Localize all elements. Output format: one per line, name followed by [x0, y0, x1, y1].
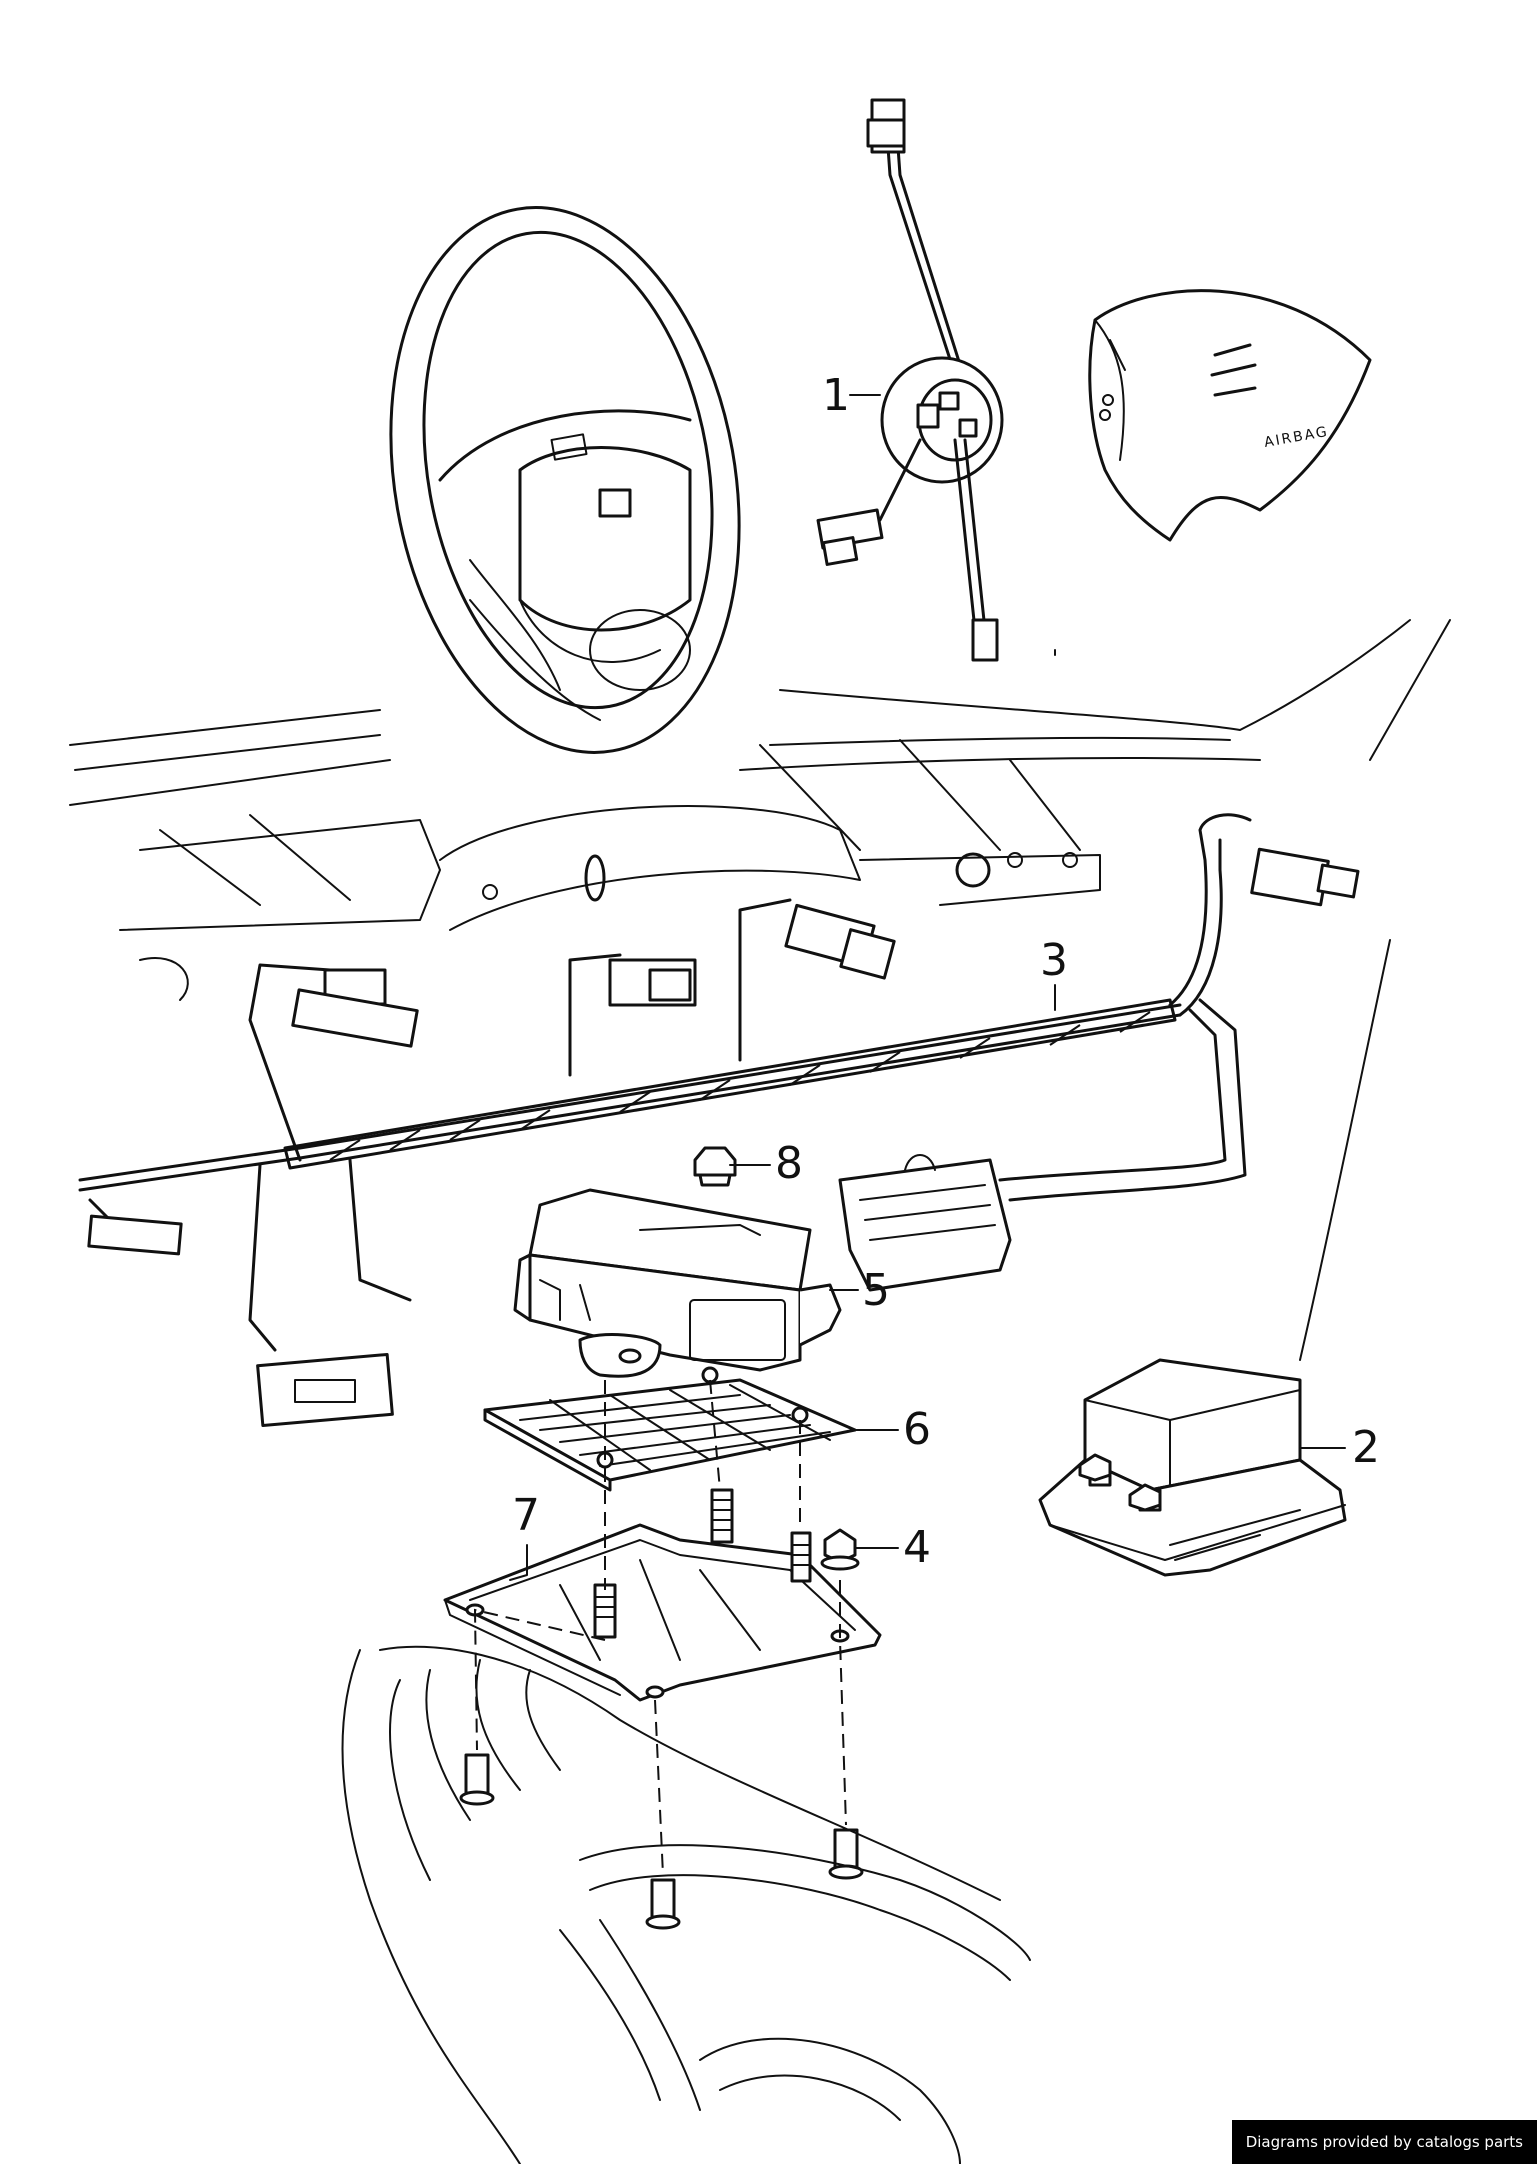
callout-3: 3 [1040, 935, 1068, 986]
credit-badge: Diagrams provided by catalogs parts [1231, 2120, 1537, 2164]
callout-2: 2 [1352, 1422, 1380, 1473]
callout-8: 8 [775, 1138, 803, 1189]
airbag-cover-label: AIRBAG [1263, 424, 1330, 451]
dashboard-outline [69, 619, 1451, 1361]
bracket-7 [443, 1523, 882, 1702]
control-unit-5 [513, 1188, 842, 1378]
studs [459, 1488, 864, 1930]
clockspring [816, 98, 1004, 662]
callout-4: 4 [903, 1522, 931, 1573]
callout-1: 1 [822, 370, 850, 421]
callouts: 1 2 3 4 5 6 7 8 [512, 370, 1380, 1573]
harness-connectors [87, 847, 1360, 1428]
airbag-cover: AIRBAG [1088, 289, 1372, 542]
callout-5: 5 [862, 1265, 890, 1316]
mounting-plate-6 [483, 1366, 857, 1492]
callout-7: 7 [512, 1490, 540, 1541]
control-unit-2 [1038, 1358, 1347, 1577]
center-console [341, 1645, 1031, 2164]
wiring-harness [78, 813, 1252, 1352]
steering-wheel [389, 206, 741, 754]
callout-leaders [509, 394, 1346, 1581]
callout-6: 6 [903, 1404, 931, 1455]
nut-8 [693, 1146, 737, 1187]
